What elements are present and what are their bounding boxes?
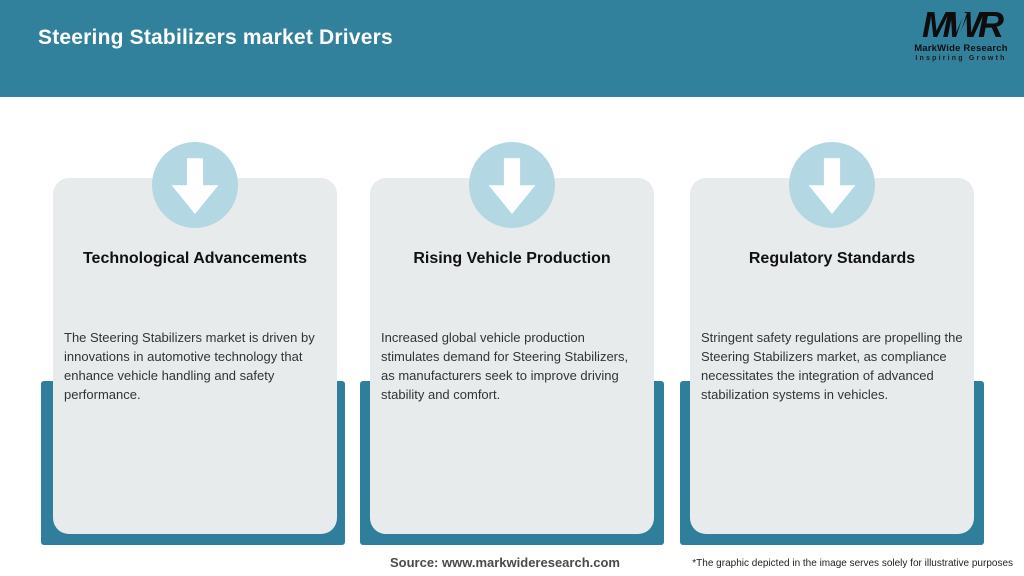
header-band: Steering Stabilizers market Drivers MWR … [0, 0, 1024, 97]
down-arrow-icon [152, 142, 238, 228]
logo-tagline: Inspiring Growth [915, 55, 1007, 62]
disclaimer-note: *The graphic depicted in the image serve… [692, 558, 1013, 569]
card-title: Rising Vehicle Production [413, 250, 611, 267]
driver-card-rising-vehicle-production: Rising Vehicle Production Increased glob… [370, 178, 654, 534]
card-body-text: The Steering Stabilizers market is drive… [64, 330, 315, 402]
logo-company-name: MarkWide Research [914, 43, 1008, 54]
card-body-text: Increased global vehicle production stim… [381, 330, 629, 402]
source-attribution: Source: www.markwideresearch.com [389, 555, 620, 570]
card-body-text: Stringent safety regulations are propell… [701, 330, 963, 402]
logo-monogram: MWR [922, 7, 1004, 43]
down-arrow-icon [469, 142, 555, 228]
page-title: Steering Stabilizers market Drivers [38, 26, 393, 49]
driver-card-regulatory-standards: Regulatory Standards Stringent safety re… [690, 178, 974, 534]
down-arrow-icon [789, 142, 875, 228]
markwide-research-logo: MWR MarkWide Research Inspiring Growth [906, 7, 1016, 63]
card-title: Technological Advancements [82, 250, 308, 267]
card-title: Regulatory Standards [748, 250, 916, 267]
driver-card-technological-advancements: Technological Advancements The Steering … [53, 178, 337, 534]
